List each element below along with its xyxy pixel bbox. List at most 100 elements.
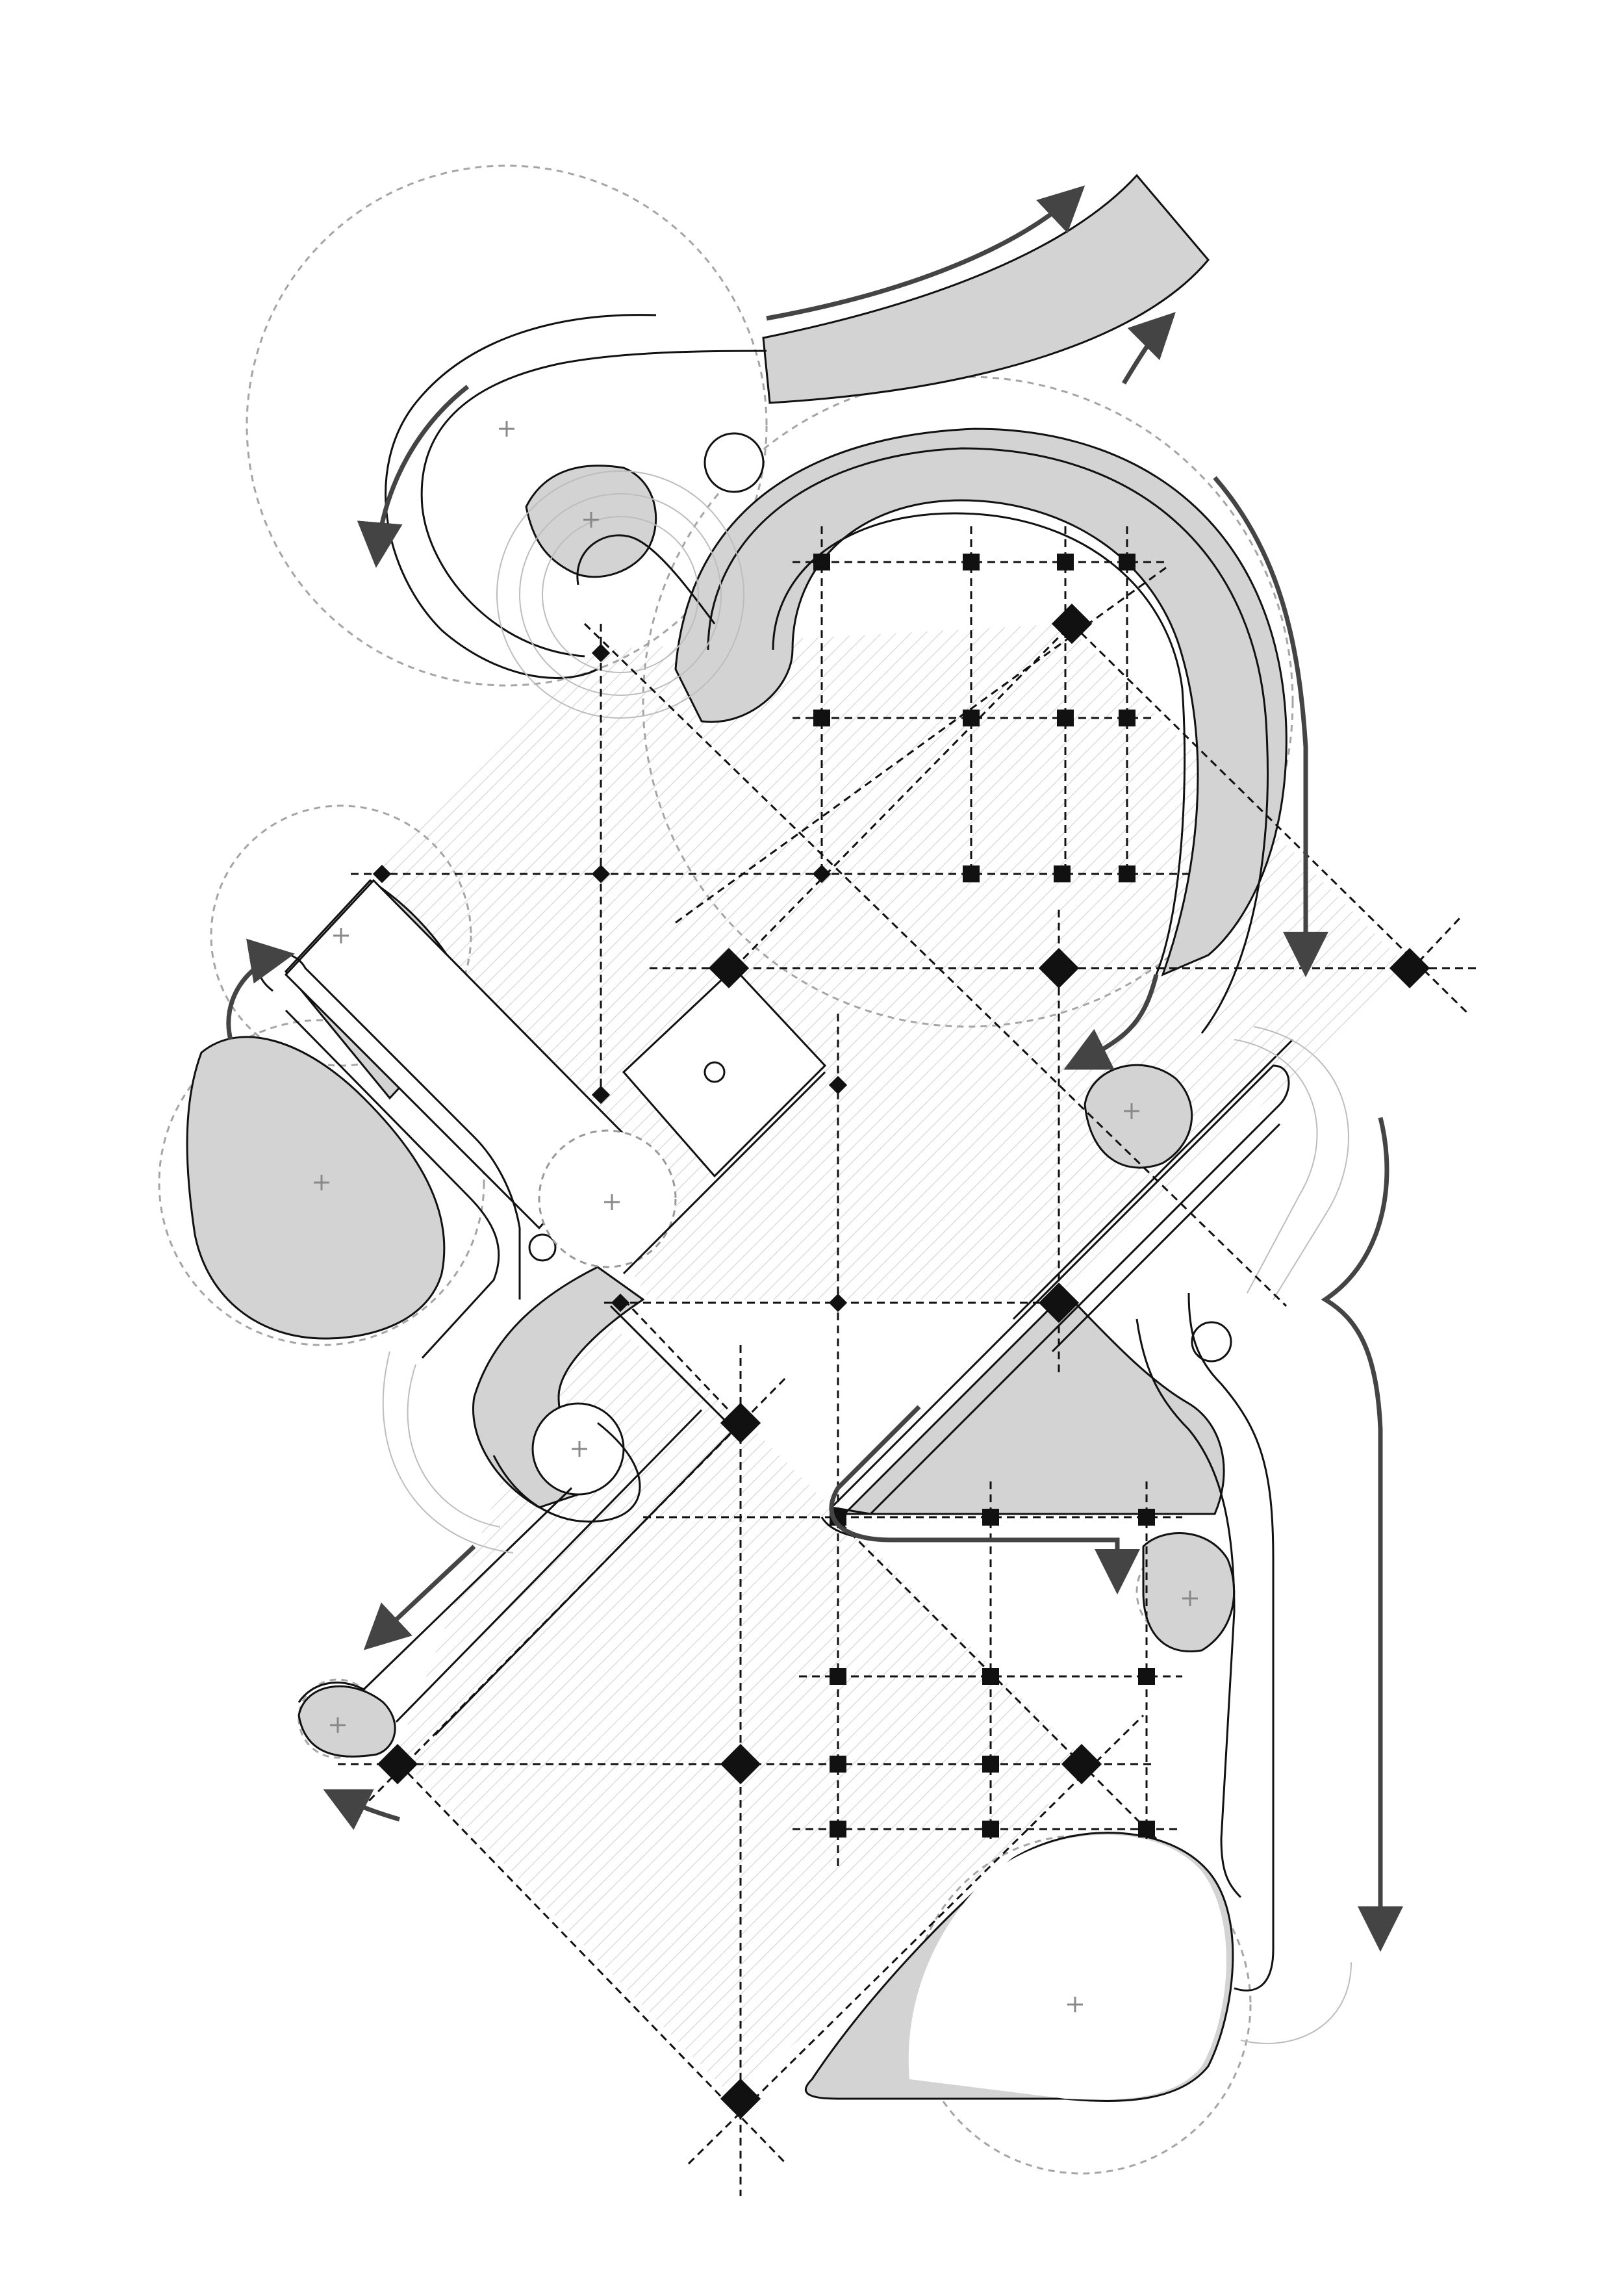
node-square [982, 1821, 999, 1838]
node-square [1138, 1509, 1155, 1526]
grid-diag [583, 622, 1288, 1307]
node-square [830, 1668, 846, 1685]
node-diamond-small [812, 864, 831, 884]
node-square [982, 1509, 999, 1526]
white-shapes [284, 432, 1232, 2100]
plus-icon [1182, 1591, 1198, 1606]
mid-box-edges [609, 1071, 826, 1431]
node-square [1054, 865, 1071, 882]
plus-markers [314, 421, 1198, 2012]
outer-loop [385, 314, 657, 679]
node-square [1057, 710, 1074, 726]
ring-arc [1240, 1962, 1352, 2044]
node-circle [528, 1233, 557, 1262]
node-square [963, 865, 980, 882]
node-square [813, 554, 830, 570]
plus-icon [1067, 1997, 1083, 2012]
node-square [963, 710, 980, 726]
arrow-icon [357, 385, 470, 568]
arrow-icon [323, 1789, 400, 1830]
node-diamond-small [591, 643, 611, 663]
lower-left-arm [298, 1487, 573, 1703]
node-diamond-small [828, 1075, 848, 1095]
arrow-icon [1063, 974, 1159, 1070]
construction-circle [158, 1019, 485, 1346]
concentric-rings [382, 470, 1352, 2044]
node-square [1057, 554, 1074, 570]
grid-diag [388, 1753, 787, 2165]
flow-arrows [226, 185, 1403, 1952]
bean-shape [186, 1036, 446, 1340]
small-nodes [372, 643, 848, 1313]
hook-curve [576, 534, 716, 624]
node-square [963, 554, 980, 570]
node-square [830, 1756, 846, 1773]
right-vertical-track [1136, 1318, 1242, 1899]
zigzag-band [472, 1266, 645, 1509]
construction-circle [642, 376, 1294, 1028]
outer-loop-inner [420, 350, 767, 658]
arrow-icon [766, 185, 1085, 321]
node-diamond-small [611, 1293, 630, 1313]
long-diagonal-ribbon [829, 1064, 1290, 1515]
plus-icon [333, 928, 349, 943]
plus-icon [314, 1175, 329, 1190]
node-square [1119, 865, 1136, 882]
node-square [982, 1756, 999, 1773]
arrow-icon [1121, 312, 1176, 385]
ring-arc [1253, 1026, 1349, 1300]
outline-curves [258, 314, 1294, 1992]
node-circle [538, 1129, 677, 1268]
right-vertical-track-2 [1187, 1292, 1275, 1992]
node-diamond-small [372, 864, 392, 884]
arrow-icon [1321, 1117, 1403, 1952]
plus-icon [572, 1441, 587, 1457]
node-square [982, 1668, 999, 1685]
plus-icon [499, 421, 514, 437]
arch-inner [772, 512, 1186, 975]
hairpin-track-2 [285, 1009, 500, 1359]
ring-arc [407, 1364, 501, 1528]
plus-icon [583, 512, 599, 528]
node-square [1138, 1821, 1155, 1838]
arrow-icon [829, 1405, 1140, 1595]
lower-triangle [842, 1291, 1225, 1515]
blob-lower-right-inner [908, 1834, 1226, 2100]
node-square [1138, 1668, 1155, 1685]
node-diamond-small [591, 864, 611, 884]
s-curve-left [492, 1422, 641, 1523]
lump-right [1084, 1064, 1193, 1169]
plus-icon [1124, 1103, 1139, 1119]
node-square [1119, 710, 1136, 726]
ring [542, 516, 699, 673]
grid-diag [1071, 622, 1469, 1015]
ring-arc [1234, 1039, 1318, 1294]
plus-icon [604, 1194, 620, 1210]
node-square [813, 710, 830, 726]
ring [519, 493, 722, 696]
construction-circle [246, 164, 768, 687]
node-diamond [377, 1743, 418, 1785]
node-circle [1191, 1321, 1232, 1363]
arrow-icon [1213, 476, 1328, 977]
arch-outer [707, 447, 1269, 1034]
swoosh-top [762, 173, 1210, 404]
node-diamond [1051, 603, 1093, 645]
grid-diag [687, 1714, 1145, 2165]
long-diagonal-ribbon-2 [1012, 1038, 1294, 1353]
plus-icon [330, 1717, 346, 1733]
ring [496, 470, 744, 719]
small-blob-right [1142, 1532, 1236, 1652]
ring-arc [382, 1351, 514, 1554]
arrow-icon [226, 938, 295, 1040]
node-diamond-small [591, 1085, 611, 1105]
node-square [1119, 554, 1136, 570]
hatch-region-lower [396, 1300, 1078, 2099]
grid-diag [622, 1298, 748, 1431]
node-square [830, 1821, 846, 1838]
square-nodes [813, 554, 1155, 1838]
node-circle [704, 432, 765, 493]
arrow-icon [363, 1544, 476, 1650]
grid-diag [830, 1513, 1158, 1840]
